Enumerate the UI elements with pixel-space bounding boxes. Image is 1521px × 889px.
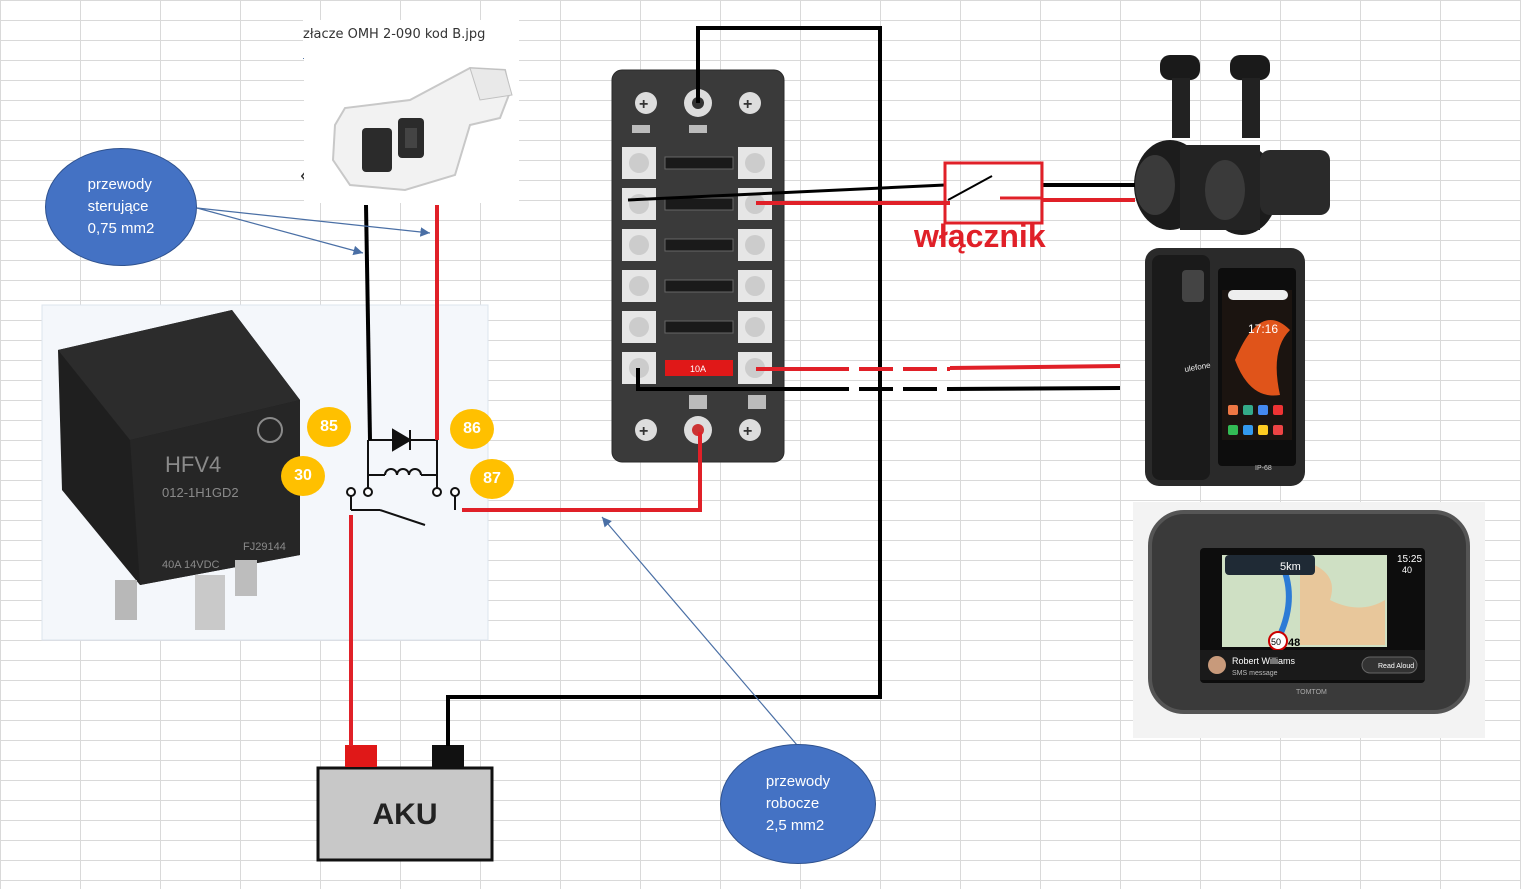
fuse-rating-text: 10A	[690, 364, 706, 374]
pin-30: 30	[281, 456, 325, 496]
pin-86: 86	[450, 409, 494, 449]
pin-87: 87	[470, 459, 514, 499]
relay-logo-icon	[257, 417, 283, 443]
relay-schematic	[346, 428, 460, 526]
svg-text:+: +	[743, 96, 752, 113]
pin-30-label: 30	[294, 467, 312, 484]
gps-contact-sub: SMS message	[1232, 670, 1278, 677]
gps-contact-name: Robert Williams	[1232, 656, 1296, 666]
fuse-box: + + + +	[611, 69, 785, 463]
gps-eta-text: 40	[1402, 565, 1412, 575]
gps-time-text: 15:25	[1397, 554, 1422, 565]
connector-image	[304, 58, 519, 203]
pin-87-label: 87	[483, 470, 501, 487]
switch-symbol	[943, 161, 1044, 225]
svg-text:+: +	[743, 423, 752, 440]
svg-text:+: +	[639, 423, 648, 440]
back-chevron-icon[interactable]: ‹	[300, 162, 308, 187]
power-wires-bubble: przewody robocze 2,5 mm2	[720, 744, 876, 864]
control-wire-black	[364, 204, 372, 441]
relay-model-text: 012-1H1GD2	[162, 485, 239, 500]
control-wires-label: przewody sterujące 0,75 mm2	[87, 176, 155, 237]
pin-85: 85	[307, 407, 351, 447]
svg-text:+: +	[639, 96, 648, 113]
gps-distance-text: 5km	[1280, 561, 1301, 573]
read-aloud-label: Read Aloud	[1378, 663, 1414, 670]
light-ground-wire	[627, 183, 946, 202]
control-wires-bubble: przewody sterujące 0,75 mm2	[45, 148, 197, 266]
gps-speed-limit-text: 50	[1271, 637, 1281, 647]
pin-85-label: 85	[320, 418, 338, 435]
image-caption-text: złacze OMH 2-090 kod B.jpg	[303, 27, 486, 42]
battery-negative-terminal	[432, 745, 464, 767]
gps-image: 5km 15:25 40 50 48 Robert Williams SMS m…	[1133, 502, 1485, 738]
relay-output-wire	[462, 432, 702, 512]
battery-label-text: AKU	[372, 798, 438, 831]
phone-rating-text: IP-68	[1255, 465, 1272, 472]
switch-label: włącznik	[914, 218, 1046, 254]
coil-icon	[384, 468, 422, 476]
relay-brand-text: HFV4	[165, 452, 221, 477]
battery-label: AKU	[318, 770, 492, 860]
ground-wire	[446, 26, 882, 746]
read-aloud-button[interactable]	[1361, 656, 1418, 674]
battery	[316, 745, 494, 862]
diode-icon	[392, 428, 412, 452]
phone-time-text: 17:16	[1248, 322, 1278, 336]
power-wires-label: przewody robocze 2,5 mm2	[765, 773, 831, 834]
phone-image: 17:16 ulefone IP-68	[1145, 248, 1305, 486]
pin-86-label: 86	[463, 420, 481, 437]
annotation-arrows	[196, 207, 798, 746]
gps-speed-text: 48	[1288, 637, 1300, 649]
relay-rating-text: 40A 14VDC	[162, 559, 220, 571]
contact-avatar	[1208, 656, 1226, 674]
aux-lights-image	[1134, 55, 1330, 235]
wires	[349, 26, 1135, 746]
battery-positive-terminal	[345, 745, 377, 767]
image-caption: złacze OMH 2-090 kod B.jpg	[303, 20, 519, 59]
gps-brand-text: TOMTOM	[1296, 689, 1327, 696]
fuse-box-terminals: + + + +	[632, 89, 766, 444]
relay-code-text: FJ29144	[243, 541, 286, 553]
relay-image: HFV4 012-1H1GD2 40A 14VDC FJ29144	[41, 304, 489, 641]
fuse-slots: 10A	[622, 147, 772, 384]
